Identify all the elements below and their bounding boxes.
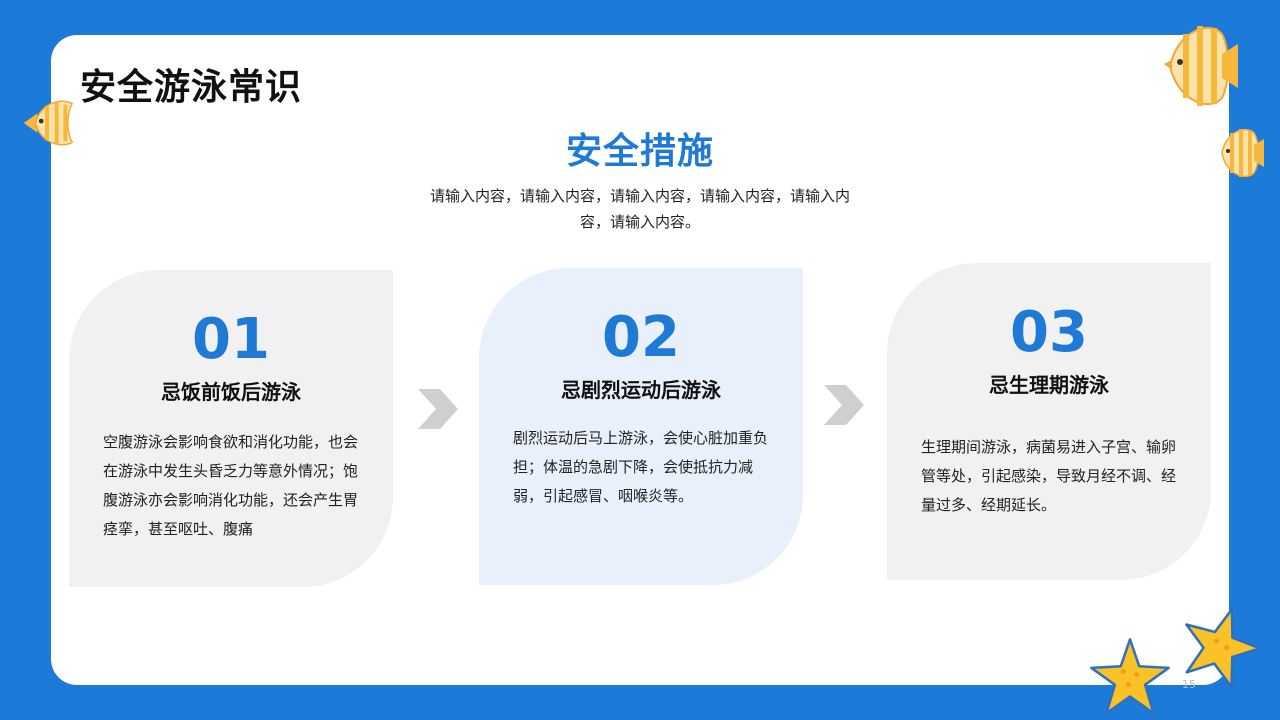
step-card-2: 02 忌剧烈运动后游泳 剧烈运动后马上游泳，会使心脏加重负担；体温的急剧下降，会…: [479, 268, 803, 585]
section-subtitle: 请输入内容，请输入内容，请输入内容，请输入内容，请输入内容，请输入内容。: [430, 187, 851, 231]
angelfish-icon: [1221, 128, 1264, 178]
starfish-icon: [1090, 638, 1170, 715]
starfish-icon: [1185, 607, 1262, 688]
angelfish-icon: [23, 100, 74, 146]
page-title: 安全游泳常识: [80, 67, 303, 108]
step-heading: 忌饭前饭后游泳: [161, 380, 301, 404]
section-title: 安全措施: [565, 131, 714, 172]
step-number: 03: [1010, 300, 1088, 365]
step-heading: 忌剧烈运动后游泳: [561, 378, 721, 402]
step-body: 剧烈运动后马上游泳，会使心脏加重负担；体温的急剧下降，会使抵抗力减弱，引起感冒、…: [513, 429, 769, 505]
chevron-right-icon: [824, 385, 864, 425]
step-number: 01: [192, 307, 270, 372]
chevron-right-icon: [418, 389, 458, 429]
page-number: 15: [1182, 678, 1196, 691]
step-heading: 忌生理期游泳: [989, 373, 1109, 397]
step-body: 空腹游泳会影响食欲和消化功能，也会在游泳中发生头昏乏力等意外情况；饱腹游泳亦会影…: [103, 433, 359, 538]
step-number: 02: [602, 305, 680, 370]
step-body: 生理期间游泳，病菌易进入子宫、输卵管等处，引起感染，导致月经不调、经量过多、经期…: [921, 438, 1177, 514]
angelfish-icon: [1164, 26, 1238, 106]
step-card-3: 03 忌生理期游泳 生理期间游泳，病菌易进入子宫、输卵管等处，引起感染，导致月经…: [887, 263, 1211, 580]
step-card-1: 01 忌饭前饭后游泳 空腹游泳会影响食欲和消化功能，也会在游泳中发生头昏乏力等意…: [69, 270, 393, 587]
